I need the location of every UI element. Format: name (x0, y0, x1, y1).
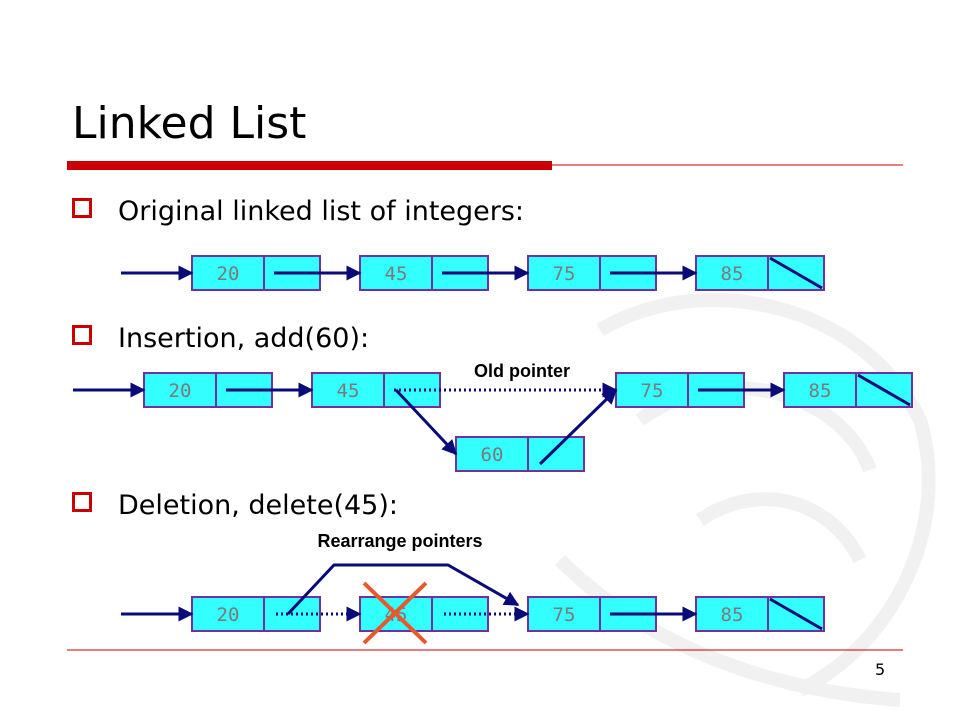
node-value: 20 (169, 380, 192, 402)
bullet-original: Original linked list of integers: (72, 198, 524, 225)
original-node-3: 85 (695, 255, 825, 291)
insertion-node-1: 45 (311, 372, 441, 408)
node-box (695, 255, 825, 291)
pointer-60-to-75 (538, 388, 618, 466)
node-value: 60 (481, 444, 504, 466)
deletion-node-3: 85 (695, 596, 825, 632)
null-pointer-slash (857, 373, 911, 407)
bullet-insertion: Insertion, add(60): (72, 325, 369, 352)
node-value: 20 (217, 263, 240, 285)
inserted-node-60: 60 (455, 436, 585, 472)
node-box (783, 372, 913, 408)
hollow-square-bullet-icon (72, 198, 92, 218)
null-pointer-slash (769, 256, 823, 290)
insertion-node-3: 85 (783, 372, 913, 408)
node-value: 85 (721, 263, 744, 285)
node-value: 75 (641, 380, 664, 402)
hollow-square-bullet-icon (72, 492, 92, 512)
node-value: 20 (217, 604, 240, 626)
node-value: 75 (553, 263, 576, 285)
bullet-deletion-text: Deletion, delete(45): (118, 490, 398, 521)
bullet-insertion-text: Insertion, add(60): (118, 323, 370, 354)
page-number: 5 (875, 660, 886, 679)
node-value: 85 (809, 380, 832, 402)
node-value: 45 (337, 380, 360, 402)
background-watermark (555, 293, 936, 707)
rearrange-pointers-label: Rearrange pointers (317, 531, 482, 551)
pointer-45-to-60 (394, 388, 458, 456)
title-underline (67, 161, 903, 170)
hollow-square-bullet-icon (72, 325, 92, 345)
node-box (455, 436, 585, 472)
bullet-deletion: Deletion, delete(45): (72, 492, 398, 519)
page-title: Linked List (72, 98, 307, 149)
node-value: 45 (385, 263, 408, 285)
delete-cross-icon (362, 581, 428, 645)
rearranged-pointer-20-to-75 (286, 563, 520, 616)
bullet-original-text: Original linked list of integers: (118, 196, 525, 227)
node-value: 75 (553, 604, 576, 626)
deletion-node-0: 20 (191, 596, 321, 632)
node-box (695, 596, 825, 632)
null-pointer-slash (769, 597, 823, 631)
node-value: 85 (721, 604, 744, 626)
old-pointer-label: Old pointer (474, 361, 570, 381)
